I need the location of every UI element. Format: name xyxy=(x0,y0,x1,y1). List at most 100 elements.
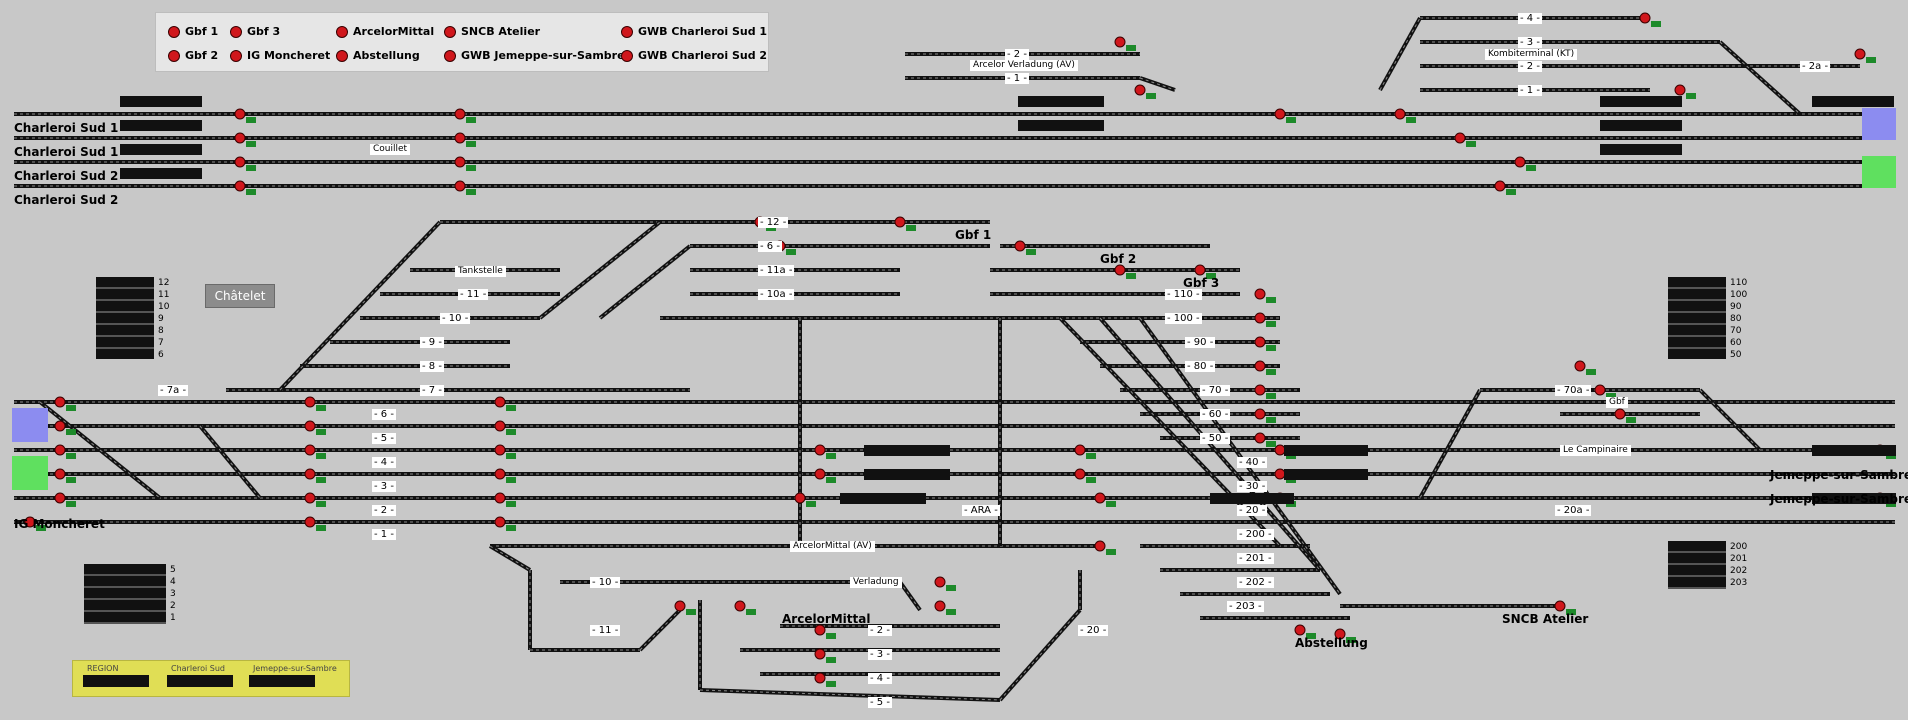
legend-item[interactable]: Gbf 1 xyxy=(168,25,218,38)
signal-icon[interactable] xyxy=(1114,36,1126,48)
signal-icon[interactable] xyxy=(494,420,506,432)
signal-icon[interactable] xyxy=(674,600,686,612)
signal-icon[interactable] xyxy=(304,516,316,528)
legend-item[interactable]: GWB Jemeppe-sur-Sambre xyxy=(444,49,625,62)
signal-icon[interactable] xyxy=(1674,84,1686,96)
signal-icon[interactable] xyxy=(304,396,316,408)
legend-item[interactable]: GWB Charleroi Sud 2 xyxy=(621,49,767,62)
signal-icon[interactable] xyxy=(54,420,66,432)
signal-icon[interactable] xyxy=(494,468,506,480)
signal-icon[interactable] xyxy=(1454,132,1466,144)
legend-item[interactable]: GWB Charleroi Sud 1 xyxy=(621,25,767,38)
signal-icon[interactable] xyxy=(304,468,316,480)
signal-icon[interactable] xyxy=(1074,444,1086,456)
signal-icon[interactable] xyxy=(234,156,246,168)
track-dash xyxy=(1099,317,1321,571)
signal-icon[interactable] xyxy=(934,600,946,612)
signal-icon[interactable] xyxy=(1554,600,1566,612)
signal-icon[interactable] xyxy=(794,492,806,504)
signal-icon[interactable] xyxy=(814,468,826,480)
signal-icon[interactable] xyxy=(454,132,466,144)
signal-icon[interactable] xyxy=(304,420,316,432)
signal-icon[interactable] xyxy=(1334,628,1346,640)
signal-icon[interactable] xyxy=(934,576,946,588)
signal-icon[interactable] xyxy=(234,180,246,192)
region-indicator[interactable] xyxy=(83,675,149,687)
signal-icon[interactable] xyxy=(1639,12,1651,24)
signal-icon[interactable] xyxy=(1094,492,1106,504)
signal-icon[interactable] xyxy=(1134,84,1146,96)
legend-item[interactable]: Gbf 3 xyxy=(230,25,280,38)
legend-item[interactable]: IG Moncheret xyxy=(230,49,330,62)
signal-icon[interactable] xyxy=(454,180,466,192)
place-label: Kombiterminal (KT) xyxy=(1485,49,1578,60)
signal-icon[interactable] xyxy=(1494,180,1506,192)
zone-block-green[interactable] xyxy=(1862,156,1896,188)
indicator-block xyxy=(120,168,202,179)
region-indicator[interactable] xyxy=(167,675,233,687)
signal-icon[interactable] xyxy=(814,672,826,684)
signal-icon[interactable] xyxy=(1274,108,1286,120)
track-label: - 2 - xyxy=(868,625,892,636)
track-label: - 11 - xyxy=(458,289,489,300)
zone-block-green-left[interactable] xyxy=(12,456,48,490)
signal-icon[interactable] xyxy=(1194,264,1206,276)
track-label: - 1 - xyxy=(372,529,396,540)
signal-icon[interactable] xyxy=(1854,48,1866,60)
signal-indicator xyxy=(1526,165,1536,171)
track-label: - 201 - xyxy=(1237,553,1274,564)
zone-block-blue[interactable] xyxy=(1862,108,1896,140)
signal-icon[interactable] xyxy=(454,156,466,168)
signal-icon[interactable] xyxy=(494,516,506,528)
legend-item[interactable]: SNCB Atelier xyxy=(444,25,540,38)
signal-icon[interactable] xyxy=(1254,360,1266,372)
signal-icon[interactable] xyxy=(1254,432,1266,444)
signal-icon[interactable] xyxy=(54,396,66,408)
signal-icon[interactable] xyxy=(54,492,66,504)
legend-item[interactable]: Gbf 2 xyxy=(168,49,218,62)
zone-block-blue-left[interactable] xyxy=(12,408,48,442)
signal-icon[interactable] xyxy=(234,108,246,120)
signal-icon[interactable] xyxy=(54,444,66,456)
signal-icon[interactable] xyxy=(494,492,506,504)
signal-icon[interactable] xyxy=(814,648,826,660)
track-segment[interactable] xyxy=(1718,40,1802,116)
signal-icon[interactable] xyxy=(1094,540,1106,552)
track-label: - 3 - xyxy=(1518,37,1542,48)
track-label: - 2 - xyxy=(372,505,396,516)
signal-icon[interactable] xyxy=(1014,240,1026,252)
signal-icon[interactable] xyxy=(234,132,246,144)
legend-item[interactable]: Abstellung xyxy=(336,49,420,62)
signal-icon[interactable] xyxy=(1254,384,1266,396)
signal-icon[interactable] xyxy=(1254,408,1266,420)
signal-icon[interactable] xyxy=(1254,336,1266,348)
signal-icon[interactable] xyxy=(1074,468,1086,480)
region-indicator[interactable] xyxy=(249,675,315,687)
signal-icon[interactable] xyxy=(734,600,746,612)
signal-icon[interactable] xyxy=(894,216,906,228)
signal-icon[interactable] xyxy=(1594,384,1606,396)
signal-icon[interactable] xyxy=(24,516,36,528)
signal-icon[interactable] xyxy=(1574,360,1586,372)
track-segment[interactable] xyxy=(898,580,922,612)
legend-item[interactable]: ArcelorMittal xyxy=(336,25,434,38)
signal-icon[interactable] xyxy=(1514,156,1526,168)
signal-icon[interactable] xyxy=(814,624,826,636)
signal-icon[interactable] xyxy=(304,492,316,504)
signal-icon[interactable] xyxy=(814,444,826,456)
chatelet-button[interactable]: Châtelet xyxy=(205,284,275,308)
signal-icon[interactable] xyxy=(454,108,466,120)
signal-icon[interactable] xyxy=(1254,288,1266,300)
signal-icon[interactable] xyxy=(494,444,506,456)
signal-icon[interactable] xyxy=(1394,108,1406,120)
signal-icon[interactable] xyxy=(1614,408,1626,420)
signal-icon[interactable] xyxy=(304,444,316,456)
signal-icon[interactable] xyxy=(1254,312,1266,324)
track-segment[interactable] xyxy=(638,608,682,652)
signal-icon[interactable] xyxy=(1114,264,1126,276)
signal-indicator xyxy=(946,585,956,591)
signal-icon[interactable] xyxy=(494,396,506,408)
signal-icon[interactable] xyxy=(1294,624,1306,636)
signal-icon[interactable] xyxy=(54,468,66,480)
